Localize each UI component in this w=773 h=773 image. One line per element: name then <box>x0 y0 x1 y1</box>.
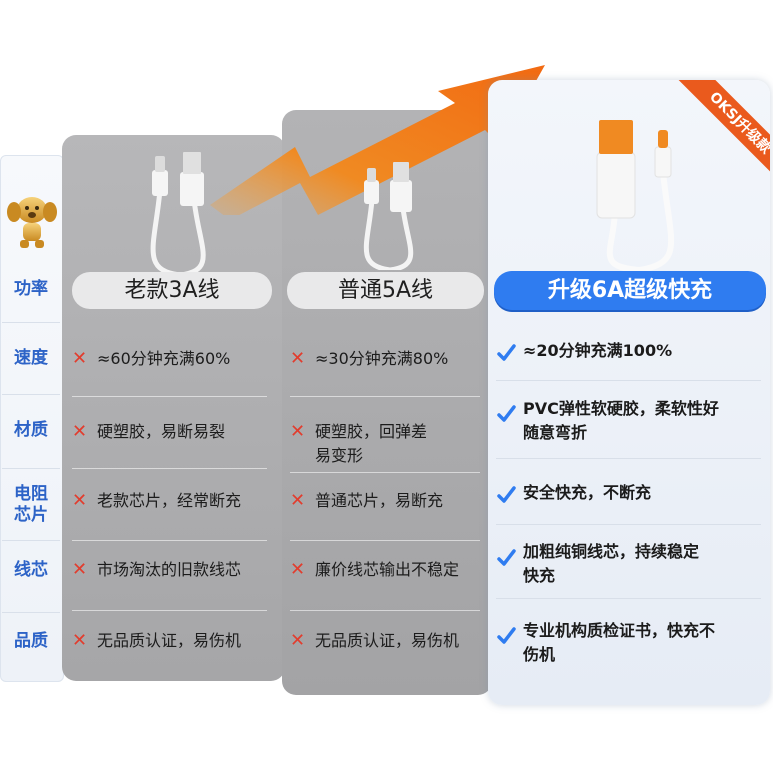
cell-old-core: 市场淘汰的旧款线芯 <box>97 560 242 579</box>
row-divider <box>290 472 480 473</box>
trend-arrow-icon <box>210 65 545 215</box>
cell-standard-chip: 普通芯片，易断充 <box>315 491 444 510</box>
cross-icon: ✕ <box>72 559 88 580</box>
cross-icon: ✕ <box>290 559 306 580</box>
row-label-material: 材质 <box>14 420 48 440</box>
cell-old-material: 硬塑胶，易断易裂 <box>97 422 226 441</box>
usb-cable-icon <box>596 120 674 272</box>
column-title-standard: 普通5A线 <box>287 272 484 309</box>
row-divider <box>496 598 761 599</box>
check-icon <box>497 486 516 503</box>
row-label-resistor-chip: 电阻 芯片 <box>14 484 48 525</box>
row-divider <box>72 468 267 469</box>
row-divider <box>496 458 761 459</box>
cell-old-speed: ≈60分钟充满60% <box>97 349 231 368</box>
cell-upgrade-chip: 安全快充，不断充 <box>523 483 652 502</box>
cross-icon: ✕ <box>72 421 88 442</box>
cell-standard-quality: 无品质认证，易伤机 <box>315 631 460 650</box>
cross-icon: ✕ <box>72 490 88 511</box>
row-label-core: 线芯 <box>14 560 48 580</box>
cross-icon: ✕ <box>290 421 306 442</box>
check-icon <box>497 627 516 644</box>
column-old-3a <box>62 135 285 681</box>
row-divider <box>496 380 761 381</box>
row-divider <box>290 540 480 541</box>
usb-cable-icon <box>363 162 414 270</box>
row-divider <box>496 524 761 525</box>
row-divider <box>2 468 60 469</box>
check-icon <box>497 344 516 361</box>
row-label-speed: 速度 <box>14 348 48 368</box>
cell-standard-speed: ≈30分钟充满80% <box>315 349 449 368</box>
usb-cable-icon <box>150 152 206 275</box>
cell-upgrade-quality: 专业机构质检证书，快充不 伤机 <box>523 621 716 664</box>
check-icon <box>497 405 516 422</box>
row-divider <box>72 396 267 397</box>
row-divider <box>72 610 267 611</box>
row-divider <box>2 394 60 395</box>
row-divider <box>2 540 60 541</box>
column-title-upgrade: 升级6A超级快充 <box>494 271 766 310</box>
cell-upgrade-material: PVC弹性软硬胶，柔软性好 随意弯折 <box>523 399 719 442</box>
cell-old-quality: 无品质认证，易伤机 <box>97 631 242 650</box>
check-icon <box>497 549 516 566</box>
cross-icon: ✕ <box>290 348 306 369</box>
cross-icon: ✕ <box>72 348 88 369</box>
cell-standard-material: 硬塑胶，回弹差 易变形 <box>315 422 428 465</box>
row-label-power: 功率 <box>14 279 48 299</box>
cross-icon: ✕ <box>72 630 88 651</box>
row-label-quality: 品质 <box>14 631 48 651</box>
column-title-old: 老款3A线 <box>72 272 272 309</box>
cross-icon: ✕ <box>290 630 306 651</box>
cell-upgrade-speed: ≈20分钟充满100% <box>523 341 673 360</box>
row-divider <box>2 322 60 323</box>
cell-old-chip: 老款芯片，经常断充 <box>97 491 242 510</box>
cross-icon: ✕ <box>290 490 306 511</box>
cell-standard-core: 廉价线芯输出不稳定 <box>315 560 460 579</box>
row-label-column <box>0 155 64 682</box>
row-divider <box>290 396 480 397</box>
dog-mascot-icon <box>7 197 57 248</box>
cell-upgrade-core: 加粗纯铜线芯，持续稳定 快充 <box>523 542 700 585</box>
row-divider <box>290 610 480 611</box>
row-divider <box>72 540 267 541</box>
row-divider <box>2 612 60 613</box>
